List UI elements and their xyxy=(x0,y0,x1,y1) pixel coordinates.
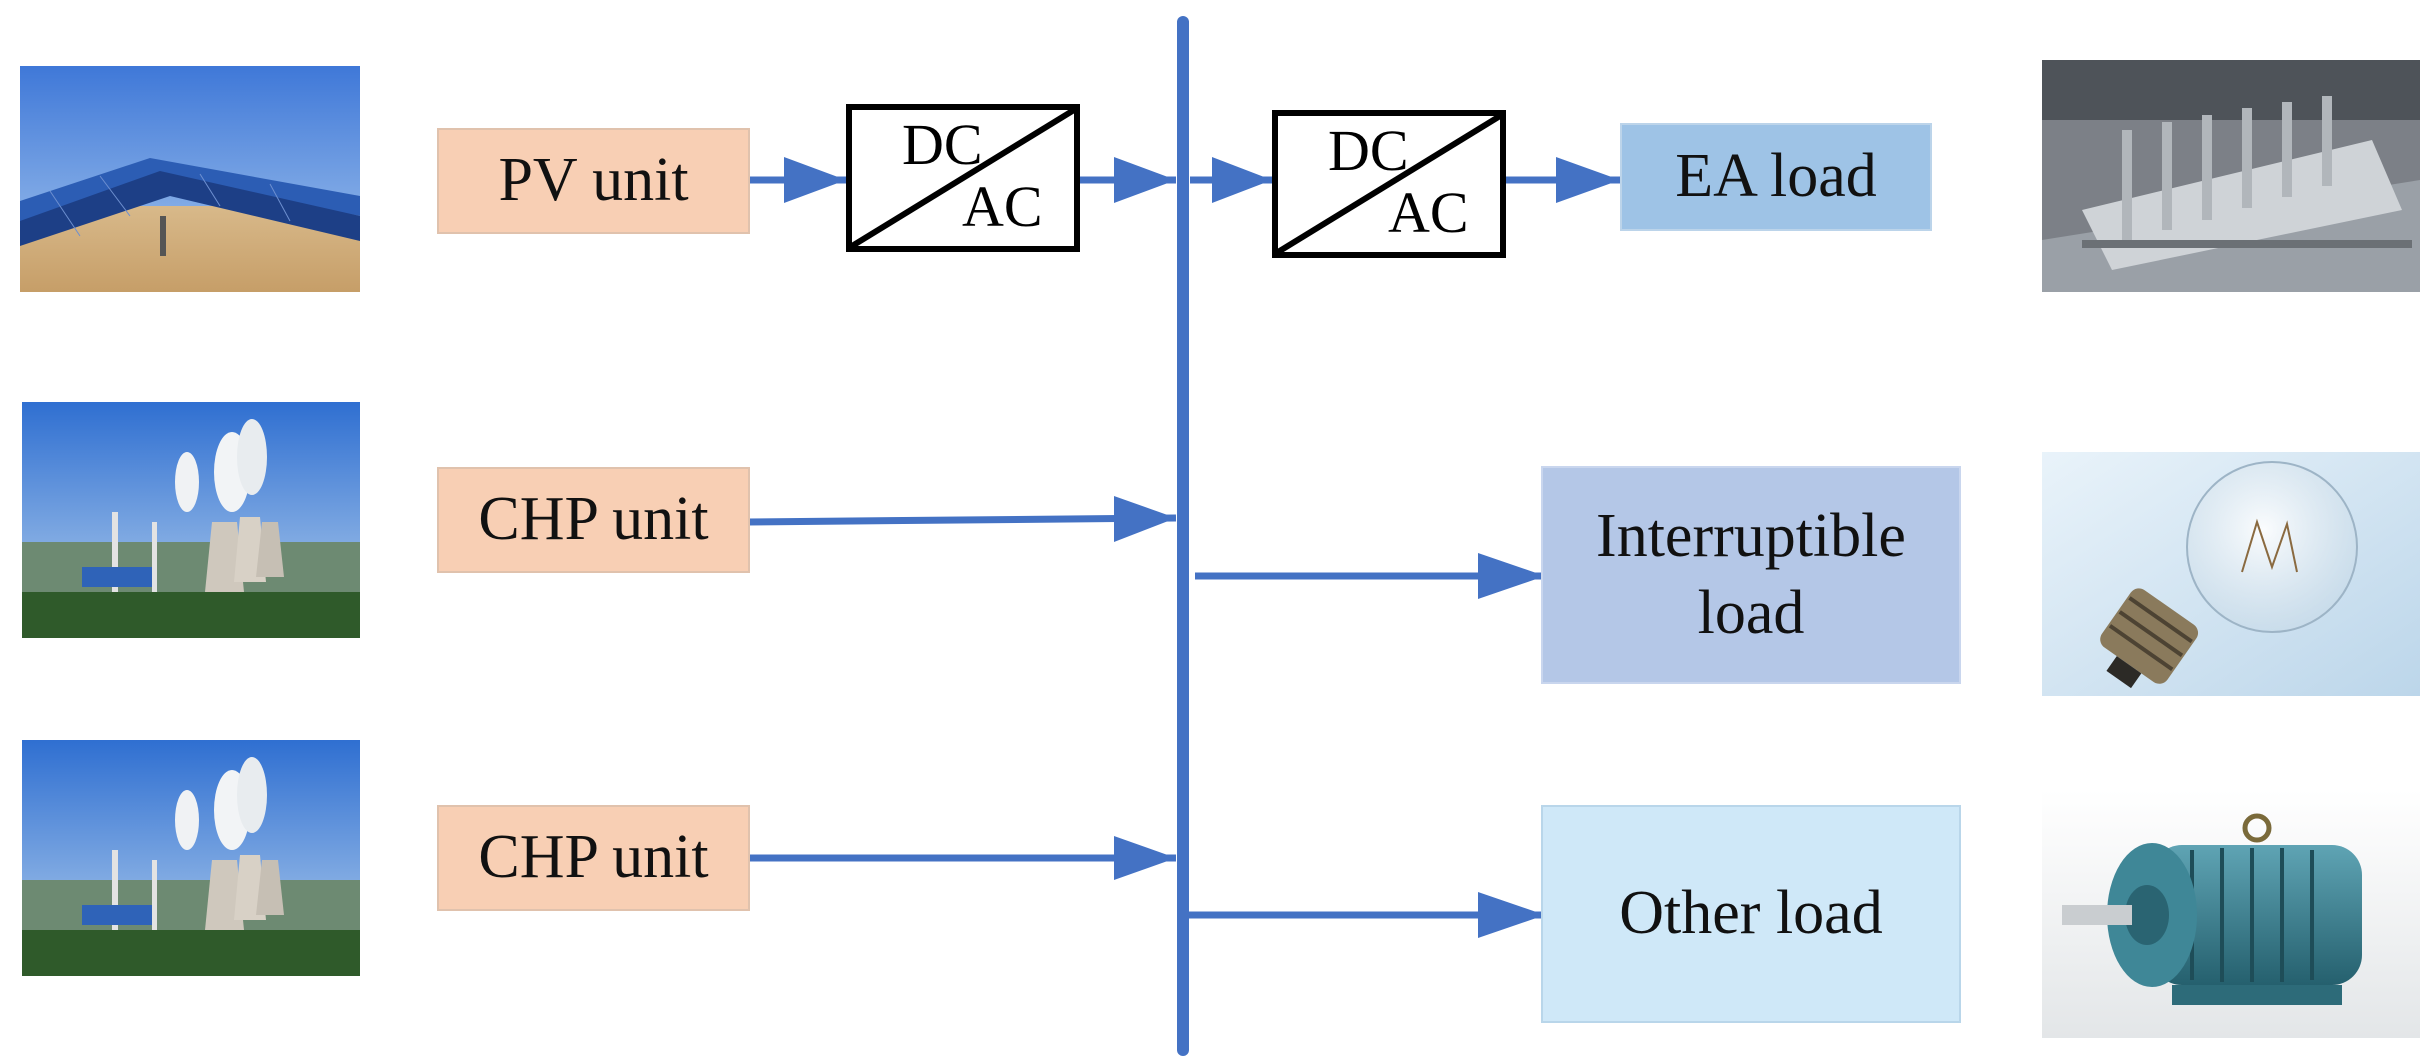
chp-unit-label-1: CHP unit xyxy=(478,485,709,554)
power-plant-photo-1 xyxy=(22,402,360,638)
converter-left-ac-label: AC xyxy=(962,174,1043,239)
electric-motor-photo xyxy=(2042,790,2420,1038)
interruptible-load-label-line2: load xyxy=(1697,579,1805,647)
chp-unit-box-1: CHP unit xyxy=(437,467,750,573)
chp-unit-label-2: CHP unit xyxy=(478,823,709,892)
dc-ac-converter-left: DC AC xyxy=(846,104,1080,252)
converter-right-ac-label: AC xyxy=(1388,180,1469,245)
converter-right-dc-label: DC xyxy=(1328,118,1409,183)
converter-left-dc-label: DC xyxy=(902,112,983,177)
ea-load-label: EA load xyxy=(1675,142,1877,211)
electrolytic-aluminum-cell-photo xyxy=(2042,60,2420,292)
ea-load-box: EA load xyxy=(1620,123,1932,231)
solar-panel-photo xyxy=(20,66,360,292)
interruptible-load-box: Interruptible load xyxy=(1541,466,1961,684)
dc-ac-converter-right: DC AC xyxy=(1272,110,1506,258)
interruptible-load-label-line1: Interruptible xyxy=(1596,501,1906,570)
other-load-box: Other load xyxy=(1541,805,1961,1023)
chp1-to-bus-arrow xyxy=(747,514,1177,526)
light-bulb-photo xyxy=(2042,452,2420,696)
pv-unit-label: PV unit xyxy=(498,146,689,215)
power-plant-photo-2 xyxy=(22,740,360,976)
other-load-label: Other load xyxy=(1619,879,1883,948)
chp-unit-box-2: CHP unit xyxy=(437,805,750,911)
pv-unit-box: PV unit xyxy=(437,128,750,234)
